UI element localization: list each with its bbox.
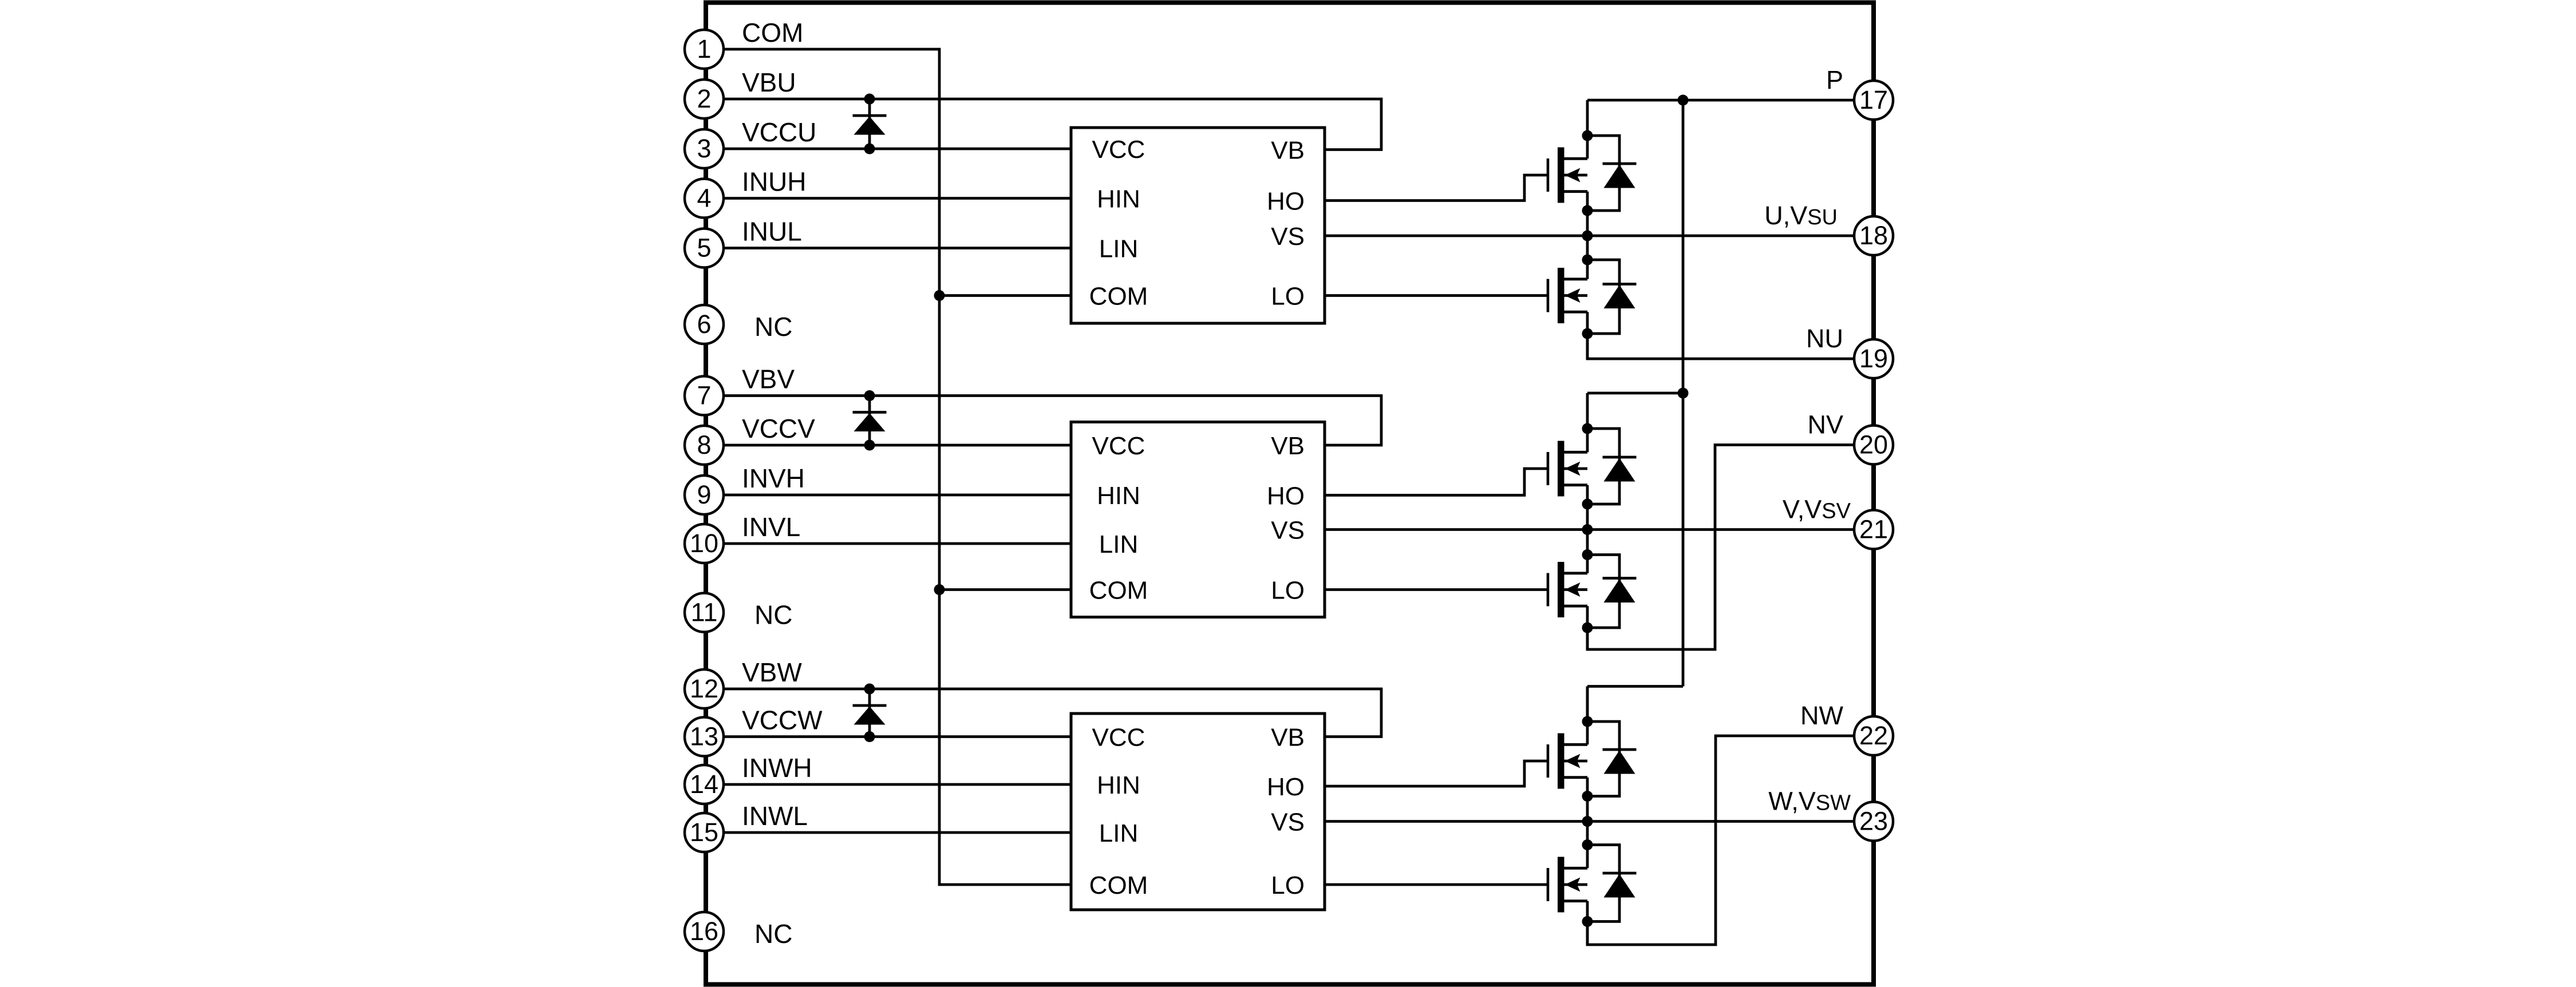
svg-text:13: 13: [690, 722, 718, 751]
svg-text:2: 2: [697, 84, 711, 113]
svg-text:COM: COM: [742, 18, 803, 47]
svg-text:NC: NC: [754, 312, 792, 342]
svg-text:U,VSU: U,VSU: [1764, 201, 1838, 230]
svg-text:NW: NW: [1800, 701, 1843, 730]
svg-text:VS: VS: [1271, 517, 1305, 545]
svg-text:HIN: HIN: [1097, 185, 1140, 213]
svg-text:4: 4: [697, 184, 711, 213]
svg-text:LIN: LIN: [1099, 819, 1138, 847]
svg-text:HO: HO: [1267, 482, 1305, 510]
svg-text:23: 23: [1859, 807, 1888, 836]
svg-text:V,VSV: V,VSV: [1783, 495, 1851, 524]
svg-text:VCC: VCC: [1092, 136, 1145, 164]
svg-text:NC: NC: [754, 919, 792, 949]
svg-text:5: 5: [697, 233, 711, 263]
svg-text:VS: VS: [1271, 808, 1305, 837]
svg-text:15: 15: [690, 818, 718, 847]
svg-text:INUL: INUL: [742, 217, 802, 247]
svg-text:LO: LO: [1271, 871, 1305, 899]
svg-text:HO: HO: [1267, 188, 1305, 216]
svg-text:LO: LO: [1271, 283, 1305, 311]
svg-text:8: 8: [697, 430, 711, 459]
svg-text:P: P: [1826, 65, 1843, 94]
svg-text:LIN: LIN: [1099, 530, 1138, 558]
svg-text:INUH: INUH: [742, 167, 806, 197]
svg-text:HO: HO: [1267, 773, 1305, 801]
svg-text:NC: NC: [754, 600, 792, 630]
svg-text:12: 12: [690, 674, 718, 703]
svg-text:COM: COM: [1089, 577, 1148, 605]
svg-text:6: 6: [697, 310, 711, 339]
svg-text:INWL: INWL: [742, 801, 808, 831]
svg-text:NU: NU: [1806, 324, 1843, 353]
svg-text:16: 16: [690, 917, 718, 946]
svg-text:W,VSW: W,VSW: [1768, 787, 1851, 816]
svg-text:17: 17: [1859, 85, 1888, 114]
svg-text:LIN: LIN: [1099, 235, 1138, 263]
svg-text:18: 18: [1859, 221, 1888, 250]
svg-text:NV: NV: [1807, 410, 1843, 439]
svg-text:VBU: VBU: [742, 68, 796, 97]
svg-text:VB: VB: [1271, 724, 1305, 752]
svg-text:VB: VB: [1271, 137, 1305, 165]
svg-text:10: 10: [690, 529, 718, 558]
svg-text:VCC: VCC: [1092, 724, 1145, 752]
svg-text:VCCU: VCCU: [742, 117, 816, 147]
svg-text:LO: LO: [1271, 577, 1305, 605]
svg-text:VS: VS: [1271, 223, 1305, 251]
svg-text:VCCW: VCCW: [742, 705, 823, 735]
svg-text:22: 22: [1859, 721, 1888, 750]
svg-text:HIN: HIN: [1097, 482, 1140, 510]
svg-text:VCCV: VCCV: [742, 414, 815, 443]
svg-text:HIN: HIN: [1097, 771, 1140, 799]
svg-text:9: 9: [697, 480, 711, 509]
svg-text:1: 1: [697, 34, 711, 64]
svg-text:VCC: VCC: [1092, 432, 1145, 460]
svg-text:INVH: INVH: [742, 463, 805, 493]
svg-text:3: 3: [697, 134, 711, 163]
svg-text:20: 20: [1859, 430, 1888, 459]
svg-text:14: 14: [690, 770, 718, 799]
svg-text:7: 7: [697, 381, 711, 410]
svg-text:VBW: VBW: [742, 657, 802, 687]
svg-text:COM: COM: [1089, 871, 1148, 899]
svg-text:INWH: INWH: [742, 753, 812, 783]
svg-text:19: 19: [1859, 344, 1888, 373]
svg-text:21: 21: [1859, 515, 1888, 544]
svg-text:VB: VB: [1271, 432, 1305, 460]
svg-text:11: 11: [691, 598, 718, 627]
svg-text:INVL: INVL: [742, 512, 800, 542]
svg-text:VBV: VBV: [742, 364, 795, 394]
svg-text:COM: COM: [1089, 283, 1148, 311]
